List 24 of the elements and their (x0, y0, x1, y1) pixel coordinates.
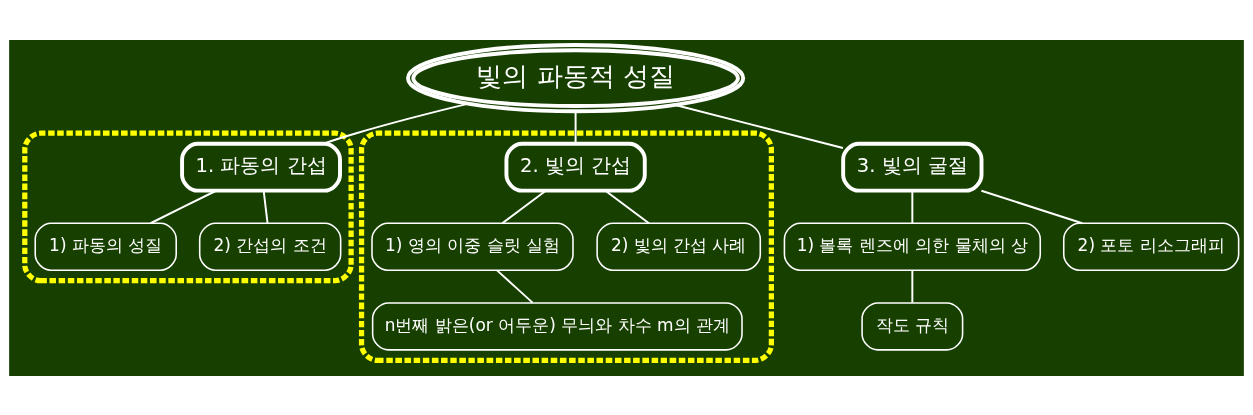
node-box: 1) 영의 이중 슬릿 실험 (371, 222, 574, 271)
connector (911, 268, 914, 304)
connector (496, 268, 534, 304)
connector (501, 189, 547, 224)
node-box: 2) 포토 리소그래피 (1062, 222, 1240, 271)
cluster (22, 130, 354, 283)
node-box: 1) 볼록 렌즈에 의한 물체의 상 (783, 222, 1042, 271)
node-box: 2) 간섭의 조건 (198, 222, 342, 271)
connector (262, 189, 269, 224)
connector (149, 189, 218, 224)
node-box: 작도 규칙 (861, 301, 964, 351)
connector (980, 189, 1084, 224)
node-ellipse: 빛의 파동적 성질 (406, 42, 746, 113)
connector (673, 103, 844, 149)
connector (911, 189, 914, 224)
node-box: 1. 파동의 간섭 (180, 141, 342, 193)
node-box: n번째 밝은(or 어두운) 무늬와 차수 m의 관계 (371, 301, 743, 351)
node-box: 2. 빛의 간섭 (504, 141, 647, 193)
connector (322, 102, 470, 145)
node-box: 1) 파동의 성질 (34, 222, 177, 271)
node-box: 3. 빛의 굴절 (841, 141, 984, 193)
node-box: 2) 빛의 간섭 사례 (596, 222, 762, 271)
connector (604, 189, 650, 224)
cluster (358, 130, 774, 363)
